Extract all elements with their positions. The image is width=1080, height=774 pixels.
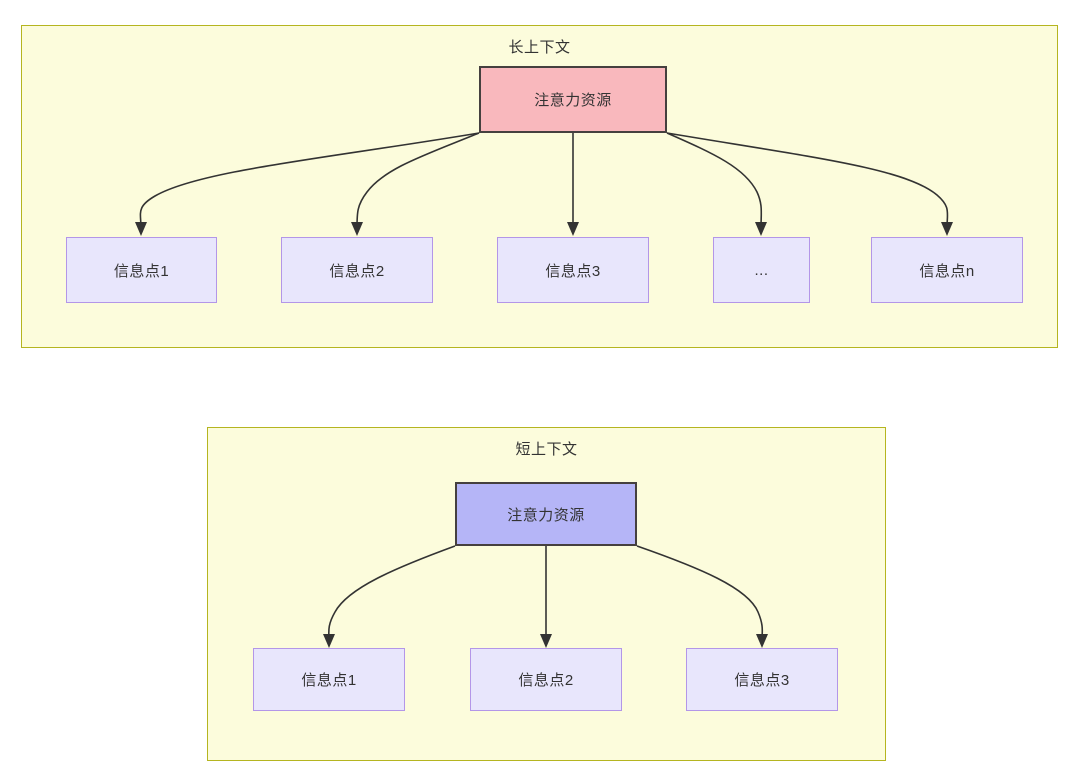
- node-short-attention-resource[interactable]: 注意力资源: [455, 482, 637, 546]
- node-long-info-1[interactable]: 信息点1: [66, 237, 217, 303]
- node-short-info-2[interactable]: 信息点2: [470, 648, 622, 711]
- node-short-info-1[interactable]: 信息点1: [253, 648, 405, 711]
- node-long-info-2[interactable]: 信息点2: [281, 237, 433, 303]
- node-long-info-n[interactable]: 信息点n: [871, 237, 1023, 303]
- group-short-context-title: 短上下文: [515, 441, 578, 458]
- node-long-attention-resource[interactable]: 注意力资源: [479, 66, 667, 133]
- node-short-info-3[interactable]: 信息点3: [686, 648, 838, 711]
- node-long-info-3[interactable]: 信息点3: [497, 237, 649, 303]
- node-long-info-ellipsis[interactable]: ...: [713, 237, 810, 303]
- group-long-context-title: 长上下文: [508, 39, 571, 56]
